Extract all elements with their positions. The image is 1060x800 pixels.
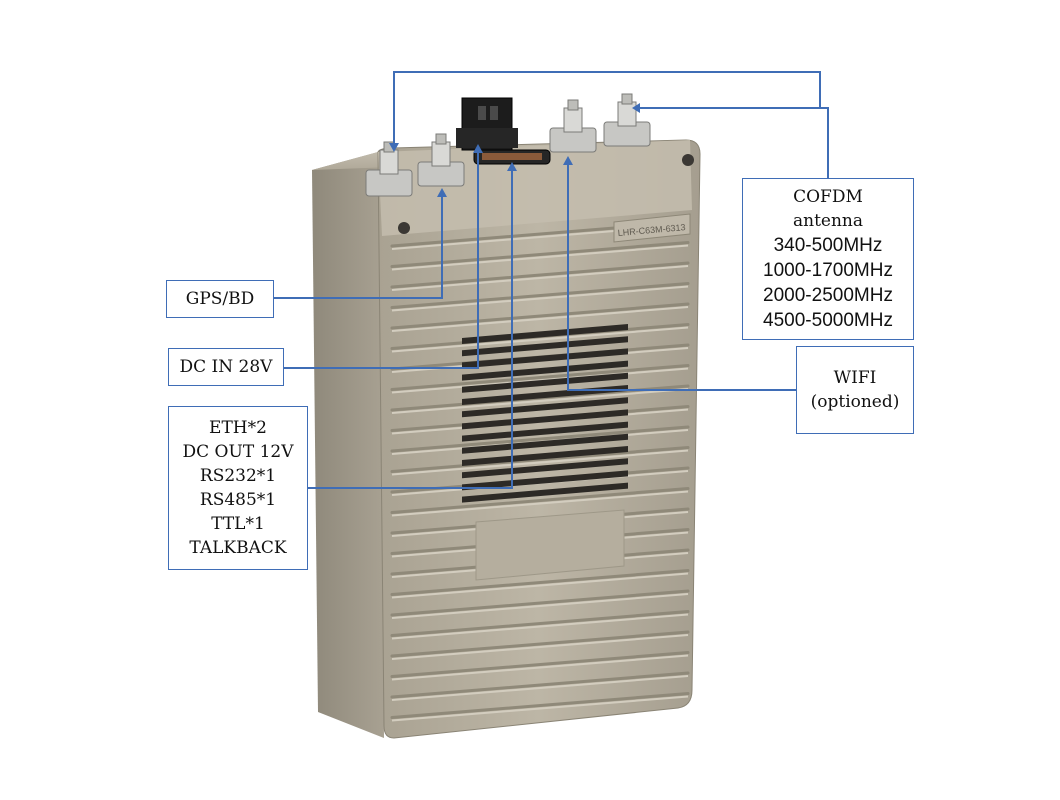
rib-highlight: [391, 285, 689, 312]
rib-highlight: [391, 572, 689, 599]
dc-in-label: DC IN 28V: [179, 357, 273, 377]
dc-in-label-box: DC IN 28V: [168, 348, 284, 386]
rib-groove: [390, 487, 690, 514]
rib-groove: [390, 446, 690, 473]
vent-slot: [462, 482, 628, 503]
rib-highlight: [391, 388, 689, 414]
interface-dc-out: DC OUT 12V: [182, 442, 294, 462]
screw-hole: [682, 154, 694, 166]
rib-groove: [390, 589, 690, 617]
rib-groove: [390, 630, 690, 658]
interfaces-label-box: ETH*2 DC OUT 12V RS232*1 RS485*1 TTL*1 T…: [168, 406, 308, 570]
rib-highlight: [391, 675, 689, 701]
multi-pin-connector: [473, 149, 551, 165]
vent-slot: [462, 336, 628, 357]
rib-highlight: [391, 695, 689, 722]
device-side-face: [312, 152, 384, 738]
sma-connector-2: [417, 133, 465, 187]
vent-slot: [462, 372, 628, 393]
rib-groove: [390, 569, 690, 596]
wifi-title: WIFI: [833, 368, 877, 388]
cofdm-band-3: 2000-2500MHz: [763, 285, 893, 306]
rib-groove: [390, 302, 690, 330]
leader-cofdm-left: [393, 71, 821, 144]
vent-slot: [462, 458, 628, 479]
vent-grille: [462, 324, 628, 503]
gps-label-box: GPS/BD: [166, 280, 274, 318]
cofdm-subtitle: antenna: [792, 211, 863, 231]
rib-groove: [390, 671, 690, 699]
sma-connector-1: [365, 141, 413, 197]
leader-interfaces: [308, 170, 513, 489]
rib-highlight: [391, 593, 689, 619]
rib-groove: [390, 692, 690, 719]
vent-slot: [462, 409, 628, 430]
sma-connector-3: [549, 99, 597, 153]
rib-groove: [390, 282, 690, 309]
vent-slot: [462, 348, 628, 369]
vent-slot: [462, 446, 628, 466]
device-body: LHR-C63M-6313: [312, 139, 701, 739]
vent-slot: [462, 360, 628, 381]
rib-highlight: [391, 306, 689, 332]
leader-gps: [274, 196, 443, 299]
cofdm-band-2: 1000-1700MHz: [763, 260, 893, 281]
interface-eth: ETH*2: [209, 418, 267, 438]
vent-slot: [462, 433, 628, 454]
rib-highlight: [391, 613, 689, 640]
leader-wifi: [567, 164, 796, 391]
interface-rs232: RS232*1: [199, 466, 277, 486]
interface-ttl: TTL*1: [211, 514, 265, 534]
connectors: [365, 93, 651, 197]
rib-groove: [390, 651, 690, 678]
rib-groove: [390, 610, 690, 637]
rib-groove: [390, 364, 690, 391]
leader-cofdm-right: [638, 107, 829, 178]
cofdm-band-1: 340-500MHz: [773, 235, 883, 256]
vent-slot: [462, 397, 628, 418]
power-connector: [456, 97, 518, 151]
cofdm-title: COFDM: [793, 187, 863, 207]
rib-highlight: [391, 326, 689, 353]
cofdm-label-box: COFDM antenna 340-500MHz 1000-1700MHz 20…: [742, 178, 914, 340]
wifi-label-box: WIFI (optioned): [796, 346, 914, 434]
cofdm-band-4: 4500-5000MHz: [763, 310, 893, 331]
interface-talkback: TALKBACK: [189, 538, 287, 558]
blank-panel: [475, 509, 625, 581]
gps-label: GPS/BD: [185, 289, 255, 309]
leader-lines: [274, 71, 829, 489]
rib-highlight: [391, 490, 689, 517]
vent-slot: [462, 324, 628, 344]
vent-slot: [462, 470, 628, 491]
vent-slot: [462, 421, 628, 442]
model-plate: LHR-C63M-6313: [613, 213, 691, 243]
rib-highlight: [391, 654, 689, 681]
leader-dc-in: [284, 152, 479, 369]
screw-hole: [398, 222, 410, 234]
rib-highlight: [391, 634, 689, 660]
rib-highlight: [391, 449, 689, 476]
sma-connector-4: [603, 93, 651, 147]
interface-rs485: RS485*1: [199, 490, 277, 510]
rib-groove: [390, 425, 690, 453]
wifi-subtitle: (optioned): [810, 392, 900, 412]
